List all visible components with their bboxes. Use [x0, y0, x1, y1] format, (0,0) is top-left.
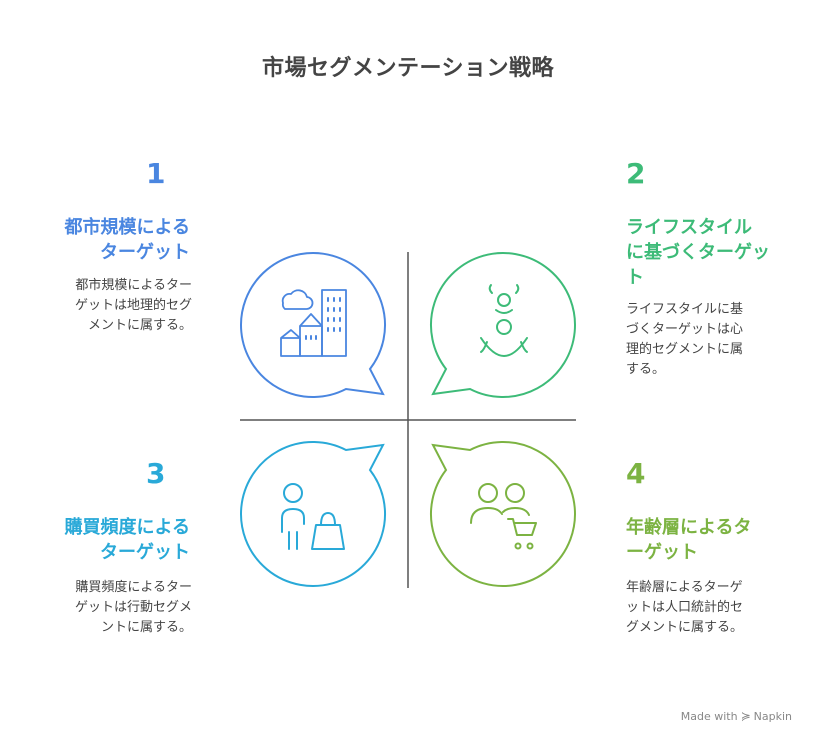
footer-credit: Made with ≽ Napkin [681, 709, 792, 723]
quadrant-4-description: 年齢層によるターゲ ットは人口統計的セ グメントに属する。 [626, 580, 744, 635]
diagram-title: 市場セグメンテーション戦略 [261, 56, 555, 81]
quadrant-1-description: 都市規模によるター ゲットは地理的セグ メントに属する。 [74, 278, 192, 333]
quadrant-2-bubble [430, 252, 576, 399]
quadrant-3-description: 購買頻度によるター ゲットは行動セグメ ントに属する。 [74, 580, 192, 635]
city-buildings-icon [280, 289, 347, 357]
made-with-label: Made with [680, 709, 738, 723]
people-cart-icon [470, 483, 537, 550]
quadrant-1-number: 1 [146, 157, 166, 190]
quadrant-4-heading: 年齢層によるタ ーゲット [626, 517, 752, 563]
meditating-person-icon [480, 284, 528, 357]
napkin-logo-icon: ≽ [740, 709, 751, 723]
quadrant-2-description: ライフスタイルに基 づくターゲットは心 理的セグメントに属 する。 [626, 302, 744, 377]
quadrant-1-bubble [240, 252, 386, 399]
quadrant-4-number: 4 [626, 457, 646, 490]
quadrant-2-number: 2 [626, 157, 646, 190]
brand-label: Napkin [753, 709, 792, 723]
shopper-bag-icon [281, 483, 345, 550]
quadrant-3-bubble [240, 440, 386, 587]
quadrant-3-heading: 購買頻度による ターゲット [64, 517, 190, 563]
quadrant-3-number: 3 [146, 457, 166, 490]
quadrant-1-heading: 都市規模による ターゲット [64, 217, 190, 263]
quadrant-4-bubble [430, 440, 576, 587]
quadrant-2-heading: ライフスタイル に基づくターゲッ ト [626, 217, 770, 288]
